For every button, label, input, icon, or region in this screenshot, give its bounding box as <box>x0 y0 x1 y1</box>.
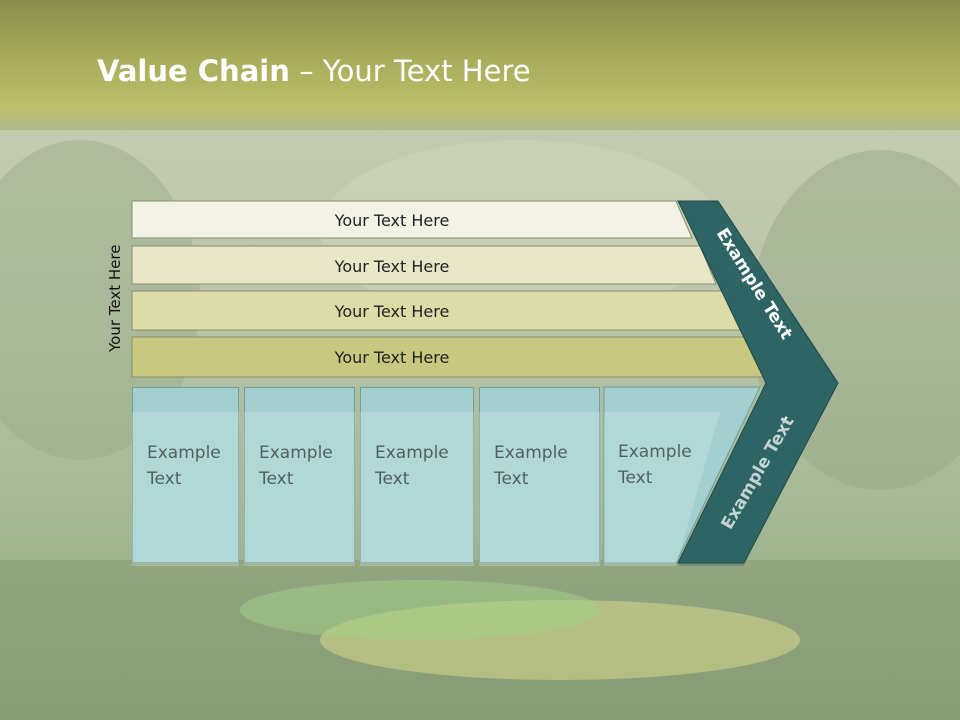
title-rest: – Your Text Here <box>289 54 531 88</box>
cell-3-line1: Example <box>375 443 449 463</box>
row-shape-2 <box>131 245 717 285</box>
cell-5-shape <box>603 386 761 564</box>
row-3-label: Your Text Here <box>334 301 450 321</box>
row-shape-1 <box>131 200 693 239</box>
title-bold: Value Chain <box>97 54 290 88</box>
row-4-label: Your Text Here <box>334 347 450 367</box>
row-2-label: Your Text Here <box>334 256 450 276</box>
cell-1-line2: Text <box>147 469 182 489</box>
slide-title: Value Chain – Your Text Here <box>97 54 531 88</box>
cell-3: Example Text <box>360 387 474 563</box>
cell-4-line1: Example <box>494 443 568 463</box>
cell-4-line2: Text <box>494 469 529 489</box>
cell-1-line1: Example <box>147 443 221 463</box>
cell-5-line1: Example <box>618 442 692 462</box>
cell-2-line1: Example <box>259 443 333 463</box>
cell-4: Example Text <box>479 387 600 563</box>
row-2: Your Text Here <box>132 246 692 286</box>
row-4: Your Text Here <box>132 337 692 377</box>
cell-1: Example Text <box>132 387 239 563</box>
row-3: Your Text Here <box>132 291 692 331</box>
row-1: Your Text Here <box>132 200 692 240</box>
cell-2: Example Text <box>244 387 355 563</box>
cell-5-line2: Text <box>618 468 653 488</box>
chevron-shape <box>677 200 839 564</box>
title-band <box>0 0 960 135</box>
cell-5: Example Text <box>618 439 692 491</box>
cell-2-line2: Text <box>259 469 294 489</box>
row-1-label: Your Text Here <box>334 210 450 230</box>
cell-3-line2: Text <box>375 469 410 489</box>
